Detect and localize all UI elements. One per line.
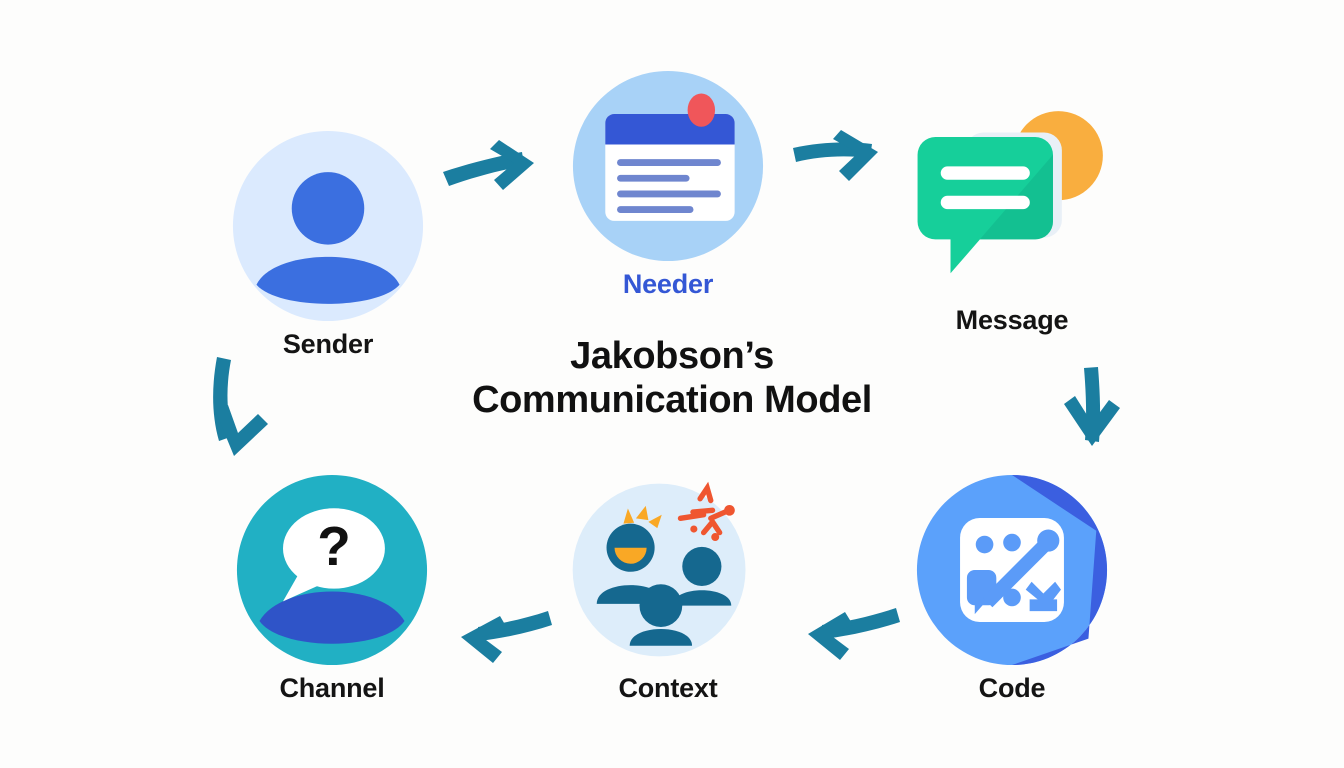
channel-disc: ?: [234, 472, 430, 668]
arrow-sender-to-channel: [213, 357, 268, 456]
context-disc: [570, 472, 766, 668]
page-title: Jakobson’s Communication Model: [372, 334, 972, 422]
node-sender-label: Sender: [282, 329, 374, 359]
node-code-label: Code: [978, 673, 1046, 703]
arrow-context-to-channel: [461, 611, 552, 663]
person-bottom-icon: [629, 584, 693, 646]
node-context-label: Context: [618, 673, 718, 703]
page-title-line2: Communication Model: [472, 379, 872, 422]
burst-icon: [677, 481, 728, 536]
node-sender[interactable]: Sender: [228, 128, 428, 360]
code-disc: [914, 472, 1110, 668]
node-message[interactable]: Message: [912, 104, 1112, 336]
node-code[interactable]: Code: [912, 472, 1112, 704]
code-tile-icon: [916, 474, 1108, 666]
message-disc: [914, 104, 1110, 300]
person-avatar-icon: [232, 130, 424, 322]
sender-disc: [230, 128, 426, 324]
arrow-code-to-context: [808, 608, 900, 660]
arrow-message-to-code: [1064, 367, 1120, 446]
node-message-label: Message: [955, 305, 1069, 335]
node-needer[interactable]: Needer: [568, 68, 768, 300]
svg-text:?: ?: [317, 515, 351, 577]
person-right-icon: [672, 546, 732, 606]
page-title-line1: Jakobson’s: [570, 335, 774, 377]
arrow-needer-to-message: [793, 130, 878, 181]
needer-disc: [570, 68, 766, 264]
node-needer-label: Needer: [622, 269, 714, 299]
pinned-document-icon: [572, 70, 764, 262]
arrow-sender-to-needer: [443, 140, 534, 190]
node-channel[interactable]: ? Channel: [232, 472, 432, 704]
node-channel-label: Channel: [279, 673, 385, 703]
question-bubble-icon: ?: [236, 474, 428, 666]
node-context[interactable]: Context: [568, 472, 768, 704]
people-group-icon: [572, 481, 746, 657]
speech-bubble-icon: [917, 111, 1103, 274]
